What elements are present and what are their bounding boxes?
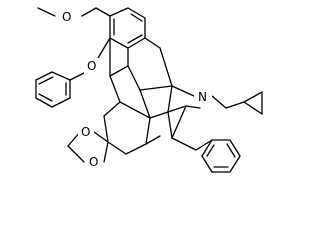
core-bond-1 <box>109 75 121 103</box>
benzyl-group <box>171 137 241 173</box>
core-bond-14 <box>167 111 173 139</box>
core-bond-3 <box>139 85 173 91</box>
methoxy-o-c-bond <box>81 7 97 17</box>
phenoxy-group <box>35 37 111 108</box>
core-bond-12 <box>107 141 127 155</box>
ring-a-bond-1 <box>109 7 129 17</box>
morphinan-core <box>103 65 195 155</box>
atom-labels: O O N O O <box>58 8 212 170</box>
core-bond-7 <box>167 85 173 113</box>
dioxolane-o1-label: O <box>81 125 90 139</box>
benzyl-ring-6 <box>201 139 213 157</box>
dioxolane-o2-label: O <box>89 155 98 169</box>
phenyl-bond-4-inner <box>38 93 53 102</box>
benzyl-ch2-bond <box>171 137 197 151</box>
c16-c15-bond <box>171 105 187 139</box>
core-bond-4 <box>139 89 151 119</box>
core-bond-9 <box>103 101 121 117</box>
core-bond-13 <box>125 143 147 155</box>
methyl-bond <box>37 7 56 17</box>
n-ch2-bond <box>211 95 227 109</box>
amine-n-background <box>194 89 212 105</box>
core-bond-11 <box>103 115 109 143</box>
molecule-drawing: O O N O O <box>35 7 263 173</box>
phenyl-bond-2 <box>35 71 53 81</box>
ring-a-bond-4 <box>127 37 146 49</box>
benzylic-ch2-bond <box>144 37 161 49</box>
piperidine-bonds <box>171 105 201 139</box>
methoxy-group <box>37 7 111 17</box>
core-bond-15 <box>145 135 161 145</box>
core-bond-10 <box>145 117 151 145</box>
ch2-to-c9-bond <box>159 47 173 87</box>
fused-bond-2 <box>109 65 129 77</box>
ring-a-bond-5 <box>109 37 129 49</box>
cyclopropylmethyl-group <box>211 91 263 115</box>
cyclopropyl-bond-3 <box>243 101 263 115</box>
benzyl-ring-2 <box>229 139 241 157</box>
dioxolane-o1-background <box>78 124 94 140</box>
ether-o-label: O <box>87 59 96 73</box>
dioxolane-bond-2 <box>67 145 85 163</box>
core-bond-6 <box>167 105 187 113</box>
dioxolane-o2-background <box>86 154 102 170</box>
methoxy-o-label: O <box>62 10 71 24</box>
phenyl-bond-1 <box>51 71 71 81</box>
phenyl-bond-5 <box>51 97 71 108</box>
spiro-o2-bond <box>103 141 109 163</box>
core-bond-8 <box>119 101 151 119</box>
benzyl-ring-6-inner <box>206 144 215 157</box>
ch2-cyclopropyl-bond <box>225 101 245 109</box>
benzyl-ring-3 <box>229 155 241 173</box>
ring-a-bond-2-inner <box>130 13 143 22</box>
ether-o-background <box>84 58 100 74</box>
methoxy-attach-bond <box>95 7 111 17</box>
phenyl-bond-2-inner <box>38 76 54 85</box>
n-c16-bond <box>185 105 201 109</box>
aromatic-fused-bonds <box>109 37 173 87</box>
aryl-o-bond <box>97 37 111 59</box>
c9-n-bond <box>171 85 195 97</box>
core-bond-2 <box>127 65 141 91</box>
aromatic-ring-a <box>109 7 146 49</box>
cyclopropyl-bond-1 <box>243 91 263 103</box>
benzyl-ring-2-inner <box>226 143 236 158</box>
o-phenyl-bond <box>69 71 87 81</box>
chemical-structure-canvas: O O N O O <box>35 7 263 173</box>
ring-a-bond-4-inner <box>127 34 143 44</box>
benzyl-ring-5 <box>201 155 213 173</box>
phenyl-bond-4 <box>35 97 53 108</box>
amine-n-label: N <box>198 90 207 104</box>
spiro-o1-bond <box>93 131 109 143</box>
benzyl-ring-bond <box>195 139 213 151</box>
ring-a-bond-2 <box>127 7 146 19</box>
core-bond-5 <box>149 111 169 119</box>
methoxy-o-background <box>58 8 76 24</box>
